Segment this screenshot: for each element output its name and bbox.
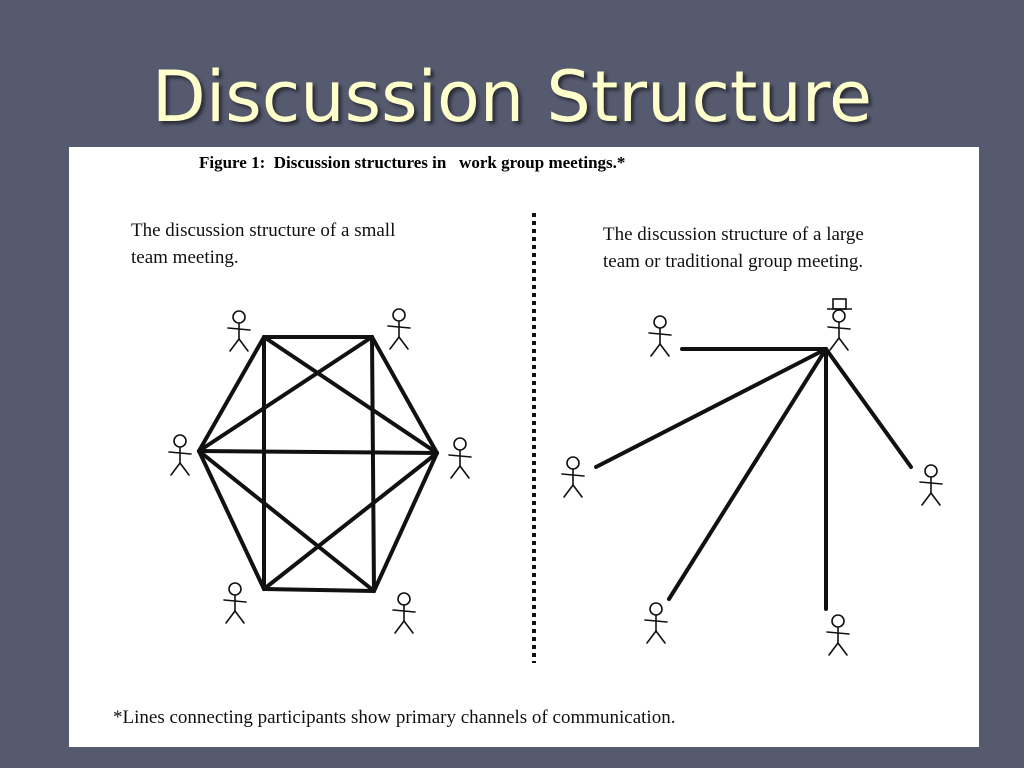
- edge-6-5: [262, 587, 376, 593]
- spoke-left: [594, 347, 828, 469]
- discussion-diagram: [168, 213, 943, 663]
- edge-3-1: [197, 335, 266, 453]
- stick-figure-icon: [919, 464, 943, 506]
- small-team-description-line1: The discussion structure of a small: [131, 220, 396, 241]
- stick-figure-icon: [227, 310, 251, 352]
- stick-figure-icon: [223, 582, 247, 624]
- stick-figure-icon: [392, 592, 416, 634]
- stick-figure-icon: [168, 434, 192, 476]
- edge-5-3: [197, 449, 266, 591]
- edge-3-4: [197, 449, 439, 455]
- stick-figure-icon: [448, 437, 472, 479]
- edge-1-4: [262, 335, 439, 455]
- small-team-description-line2: team meeting.: [131, 247, 239, 268]
- edge-2-3: [197, 335, 374, 453]
- edge-4-5: [262, 451, 439, 591]
- footnote: *Lines connecting participants show prim…: [113, 707, 676, 728]
- large-team-description: The discussion structure of a large team…: [603, 221, 933, 275]
- edge-2-6: [370, 335, 376, 593]
- top-hat-icon: [827, 298, 852, 310]
- large-team-network: [594, 347, 913, 611]
- stick-figure-icon: [826, 614, 850, 656]
- stick-figure-icon: [561, 456, 585, 498]
- edge-3-6: [197, 449, 376, 593]
- stick-figure-icon: [387, 308, 411, 350]
- figure-caption: Figure 1: Discussion structures in work …: [199, 153, 626, 172]
- figure-panel: Figure 1: Discussion structures in work …: [69, 147, 979, 747]
- stick-figure-icon: [827, 309, 851, 351]
- small-team-description: The discussion structure of a small team…: [131, 217, 461, 271]
- slide-title: Discussion Structure: [151, 56, 873, 138]
- spoke-lower-left: [667, 347, 828, 601]
- large-team-description-line2: team or traditional group meeting.: [603, 251, 864, 272]
- edge-4-6: [372, 451, 439, 593]
- edge-2-4: [370, 335, 439, 455]
- stick-figure-icon: [648, 315, 672, 357]
- small-team-network: [197, 335, 439, 593]
- stick-figure-icon: [644, 602, 668, 644]
- large-team-description-line1: The discussion structure of a large: [603, 224, 864, 245]
- spoke-right: [824, 347, 913, 469]
